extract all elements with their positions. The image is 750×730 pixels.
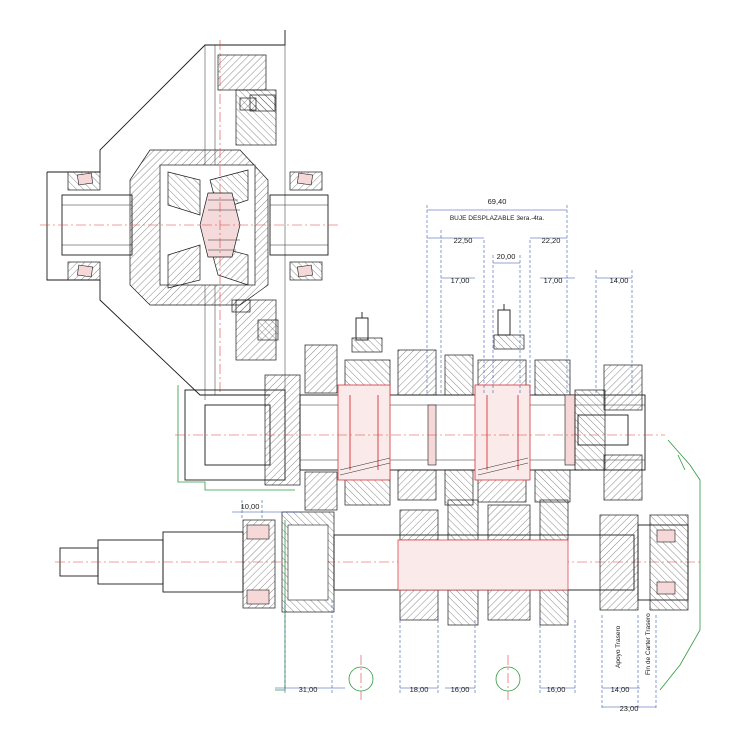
dim-22-20: 22,20 [542,236,561,245]
dim-hub-total: 69,40 [488,197,507,206]
bottom-dimensions: 31,00 18,00 16,00 16,00 14,00 23,00 Apoy… [275,600,657,713]
label-apoyo-trasero: Apoyo Trasero [615,625,622,668]
dim-16-b: 16,00 [547,685,566,694]
dim-16-a: 16,00 [451,685,470,694]
dim-10-00: 10,00 [241,502,260,511]
upper-shaft-assembly [175,304,665,511]
dim-18-00: 18,00 [410,685,429,694]
top-dimensions: 69,40 BUJE DESPLAZABLE 3era.-4ta. 22,50 … [232,197,633,520]
dim-20-00: 20,00 [497,252,516,261]
dim-23-00: 23,00 [620,704,639,713]
dim-22-50: 22,50 [454,236,473,245]
dim-31-00: 31,00 [299,685,318,694]
dim-14-bottom: 14,00 [611,685,630,694]
dim-17-left: 17,00 [451,276,470,285]
dim-hub-label: BUJE DESPLAZABLE 3era.-4ta. [450,215,544,222]
label-fin-carter: Fin de Carter Trasero [645,613,652,675]
dim-14-top: 14,00 [610,276,629,285]
dim-17-right: 17,00 [544,276,563,285]
lower-shaft-assembly [55,439,701,700]
differential-assembly [40,30,340,400]
